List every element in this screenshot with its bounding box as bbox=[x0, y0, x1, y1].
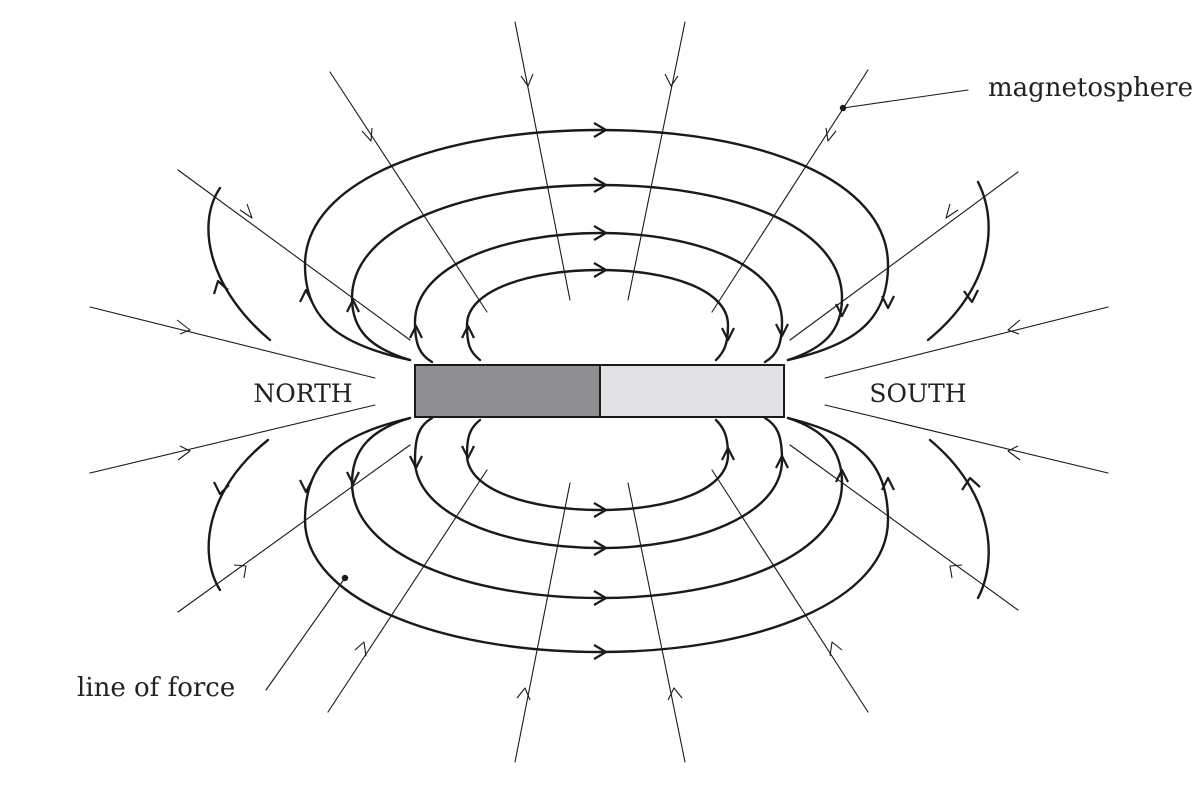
magnetosphere-dot bbox=[839, 104, 847, 112]
inflow-line bbox=[89, 404, 376, 474]
arrow-icon bbox=[354, 641, 367, 657]
south-pole-block bbox=[599, 364, 785, 418]
inflow-line bbox=[177, 444, 411, 613]
inflow-line bbox=[89, 306, 376, 379]
line-of-force-leader bbox=[265, 577, 346, 691]
inflow-line bbox=[789, 171, 1019, 341]
arrow-icon bbox=[233, 564, 247, 579]
loop-arrowheads bbox=[212, 122, 981, 660]
arrow-up-icon bbox=[961, 476, 981, 491]
arrow-down-icon bbox=[409, 455, 423, 470]
line-of-force-dot bbox=[341, 574, 349, 582]
arrow-up-icon bbox=[212, 279, 229, 295]
field-loop-lower-3 bbox=[413, 416, 784, 550]
field-loop-upper-1 bbox=[303, 128, 890, 362]
arrow-icon bbox=[177, 445, 191, 461]
field-loop-lower-4 bbox=[465, 418, 730, 512]
arrow-icon bbox=[825, 127, 837, 142]
magnetosphere-label: magnetosphere bbox=[988, 73, 1193, 103]
arrow-icon bbox=[239, 203, 253, 219]
arrow-icon bbox=[829, 641, 843, 657]
arrow-icon bbox=[945, 203, 959, 219]
arrow-right-icon bbox=[593, 262, 608, 278]
inflow-line bbox=[177, 169, 411, 341]
field-arc-left-upper bbox=[207, 186, 272, 342]
field-loop-upper-4 bbox=[465, 268, 730, 362]
arrow-down-icon bbox=[775, 323, 789, 338]
field-loop-lower-2 bbox=[350, 416, 844, 600]
arrow-up-icon bbox=[881, 476, 895, 491]
arrow-right-icon bbox=[593, 225, 608, 241]
inflow-line bbox=[711, 469, 869, 713]
arrow-right-icon bbox=[593, 502, 608, 518]
arrow-right-icon bbox=[593, 177, 608, 193]
arrow-up-icon bbox=[835, 468, 849, 483]
arrow-up-icon bbox=[299, 288, 313, 303]
inflow-line bbox=[514, 21, 571, 301]
inflow-line bbox=[824, 404, 1109, 474]
arrow-down-icon bbox=[835, 303, 849, 318]
arrow-up-icon bbox=[775, 454, 789, 469]
south-label: SOUTH bbox=[869, 379, 966, 408]
arrow-icon bbox=[949, 564, 963, 579]
arrow-up-icon bbox=[461, 324, 475, 339]
arrow-down-icon bbox=[881, 295, 895, 310]
arrow-up-icon bbox=[346, 298, 360, 313]
magnetosphere-arrowheads bbox=[176, 73, 1021, 701]
inflow-line bbox=[627, 482, 686, 763]
inflow-line bbox=[327, 469, 488, 713]
arrow-icon bbox=[664, 73, 679, 87]
arrow-down-icon bbox=[346, 471, 360, 486]
arrow-right-icon bbox=[593, 644, 608, 660]
magnetosphere-leader bbox=[842, 89, 969, 109]
field-arc-right-lower bbox=[928, 438, 990, 600]
arrow-icon bbox=[667, 687, 683, 701]
arrow-up-icon bbox=[409, 324, 423, 339]
arrow-down-icon bbox=[213, 481, 230, 496]
arrow-icon bbox=[1007, 319, 1021, 335]
arrow-right-icon bbox=[593, 540, 608, 556]
field-arc-right-upper bbox=[926, 180, 990, 342]
inflow-line bbox=[329, 71, 488, 313]
arrow-right-icon bbox=[593, 122, 608, 138]
arrow-icon bbox=[1007, 445, 1021, 461]
arrow-icon bbox=[516, 687, 531, 701]
arrow-icon bbox=[361, 127, 373, 142]
magnetosphere-lines bbox=[89, 21, 1109, 763]
arrow-down-icon bbox=[963, 289, 979, 304]
arrow-right-icon bbox=[593, 590, 608, 606]
arrow-down-icon bbox=[461, 445, 475, 460]
field-loop-upper-3 bbox=[413, 231, 784, 364]
north-label: NORTH bbox=[253, 379, 352, 408]
field-loop-upper-2 bbox=[350, 183, 844, 362]
arrow-up-icon bbox=[721, 446, 735, 461]
line-of-force-label: line of force bbox=[77, 673, 235, 703]
north-pole-block bbox=[414, 364, 601, 418]
field-loop-lower-1 bbox=[303, 416, 890, 654]
field-arc-left-lower bbox=[207, 438, 270, 592]
annotation-leaders bbox=[265, 89, 969, 691]
arrow-down-icon bbox=[299, 479, 313, 494]
inflow-line bbox=[824, 306, 1109, 379]
arrow-icon bbox=[176, 319, 191, 335]
arrow-icon bbox=[520, 73, 534, 87]
inflow-line bbox=[627, 21, 686, 301]
inflow-line bbox=[789, 444, 1019, 611]
arrow-down-icon bbox=[721, 327, 735, 342]
bar-magnet bbox=[414, 364, 785, 418]
inflow-line bbox=[514, 482, 571, 763]
